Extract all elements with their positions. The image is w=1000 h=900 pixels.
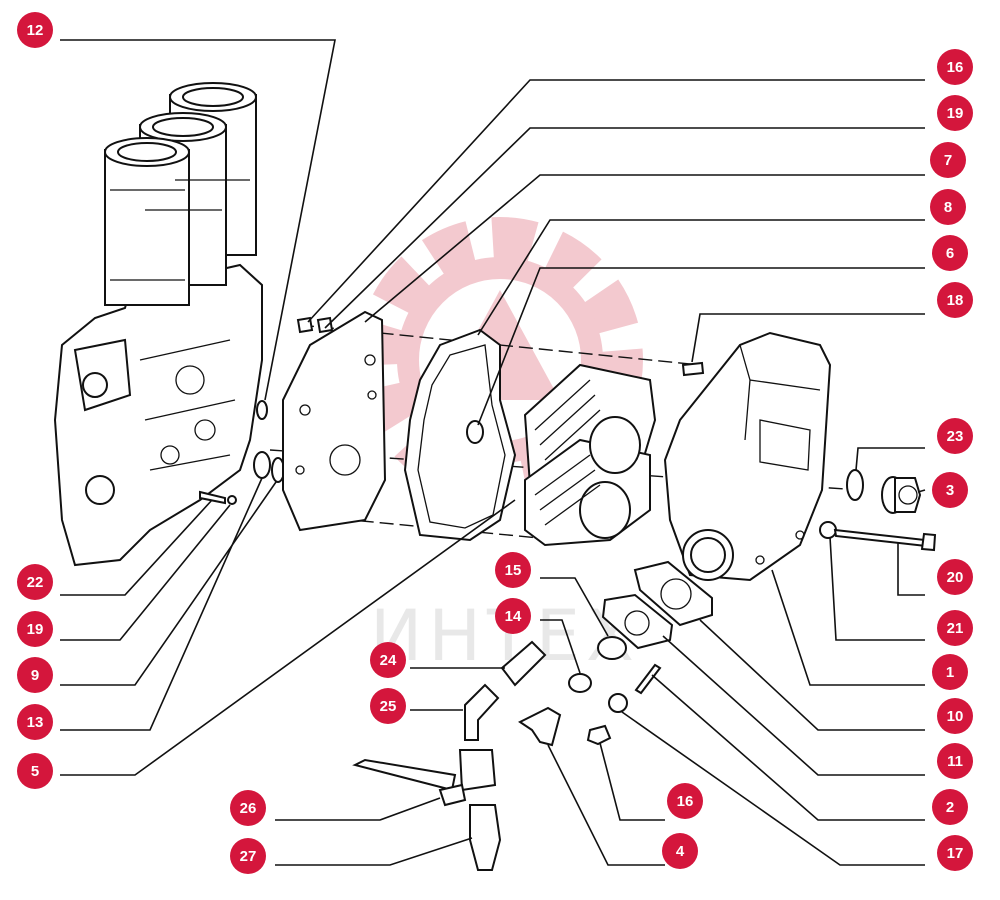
callout-11: 11 (937, 743, 973, 779)
bolt-part-20 (833, 528, 928, 548)
adapter-plate-holes (295, 354, 377, 476)
svg-text:21: 21 (947, 620, 964, 637)
washer-part-21 (819, 521, 837, 539)
svg-text:11: 11 (947, 753, 963, 770)
svg-text:6: 6 (946, 245, 954, 262)
stud-part-18 (681, 361, 705, 377)
plug-part-3 (881, 476, 922, 514)
gasket-part-7 (403, 328, 517, 542)
callout-2: 2 (932, 789, 968, 825)
svg-text:27: 27 (240, 848, 257, 865)
svg-text:18: 18 (947, 292, 964, 309)
callout-3: 3 (932, 472, 968, 508)
svg-text:26: 26 (240, 800, 257, 817)
svg-text:15: 15 (505, 562, 522, 579)
svg-text:8: 8 (944, 199, 952, 216)
callout-23: 23 (937, 418, 973, 454)
callout-24: 24 (370, 642, 406, 678)
callout-16b: 16 (667, 783, 703, 819)
gasket-part-10 (633, 560, 713, 627)
fitting-part-27 (469, 804, 502, 871)
callout-25: 25 (370, 688, 406, 724)
svg-text:16: 16 (677, 793, 694, 810)
leader-lines (60, 39, 926, 866)
svg-text:3: 3 (946, 482, 954, 499)
svg-text:7: 7 (944, 152, 952, 169)
callout-1: 1 (932, 654, 968, 690)
callout-8: 8 (930, 189, 966, 225)
seal-ring-part-15 (597, 636, 627, 660)
seal-ring-part-13 (253, 451, 271, 479)
svg-text:1: 1 (946, 664, 954, 681)
bolt-part-22 (199, 490, 226, 505)
svg-text:17: 17 (947, 845, 964, 862)
stud-part-2 (634, 663, 662, 695)
callout-27: 27 (230, 838, 266, 874)
callout-21: 21 (937, 610, 973, 646)
callout-20: 20 (937, 559, 973, 595)
callout-10: 10 (937, 698, 973, 734)
adapter-part-24 (500, 640, 547, 687)
valve-part-26 (352, 749, 497, 807)
washer-part-19a (316, 316, 334, 334)
svg-text:19: 19 (27, 621, 44, 638)
elbow-part-25 (464, 683, 500, 741)
cooler-core-part-6 (523, 363, 657, 547)
callout-19b: 19 (17, 611, 53, 647)
svg-text:14: 14 (505, 608, 522, 625)
callout-22: 22 (17, 564, 53, 600)
o-ring-part-8 (466, 420, 484, 444)
svg-text:24: 24 (380, 652, 397, 669)
svg-text:13: 13 (27, 714, 44, 731)
callout-16a: 16 (937, 49, 973, 85)
svg-text:25: 25 (380, 698, 397, 715)
filter-cartridge-1 (104, 137, 190, 306)
callout-15: 15 (495, 552, 531, 588)
svg-text:23: 23 (947, 428, 964, 445)
callout-18: 18 (937, 282, 973, 318)
nut-part-16b (586, 724, 612, 746)
callout-17: 17 (937, 835, 973, 871)
callout-7: 7 (930, 142, 966, 178)
svg-text:20: 20 (947, 569, 964, 586)
svg-text:4: 4 (676, 843, 685, 860)
callout-26: 26 (230, 790, 266, 826)
svg-text:16: 16 (947, 59, 964, 76)
svg-text:5: 5 (31, 763, 39, 780)
seal-part-14 (568, 673, 592, 693)
svg-text:19: 19 (947, 105, 964, 122)
washer-part-19 (227, 495, 237, 505)
cooler-housing-part-1 (663, 331, 832, 582)
callout-13: 13 (17, 704, 53, 740)
svg-text:9: 9 (31, 667, 39, 684)
svg-text:12: 12 (27, 22, 44, 39)
flange-part-11 (601, 593, 674, 650)
adapter-plate-part-5 (282, 310, 387, 532)
svg-text:22: 22 (27, 574, 44, 591)
callout-19a: 19 (937, 95, 973, 131)
filter-housing-assembly (53, 82, 263, 567)
svg-text:10: 10 (947, 708, 964, 725)
o-ring-part-12 (256, 400, 268, 420)
o-ring-part-23 (846, 469, 864, 501)
callout-4: 4 (662, 833, 698, 869)
nut-part-17 (608, 693, 628, 713)
callout-5: 5 (17, 753, 53, 789)
drain-cock-part-4 (518, 706, 562, 747)
callout-14: 14 (495, 598, 531, 634)
callout-12: 12 (17, 12, 53, 48)
svg-text:2: 2 (946, 799, 954, 816)
callout-9: 9 (17, 657, 53, 693)
callouts: 12 16 19 7 8 6 18 23 3 20 21 1 10 11 2 1… (17, 12, 973, 874)
callout-6: 6 (932, 235, 968, 271)
